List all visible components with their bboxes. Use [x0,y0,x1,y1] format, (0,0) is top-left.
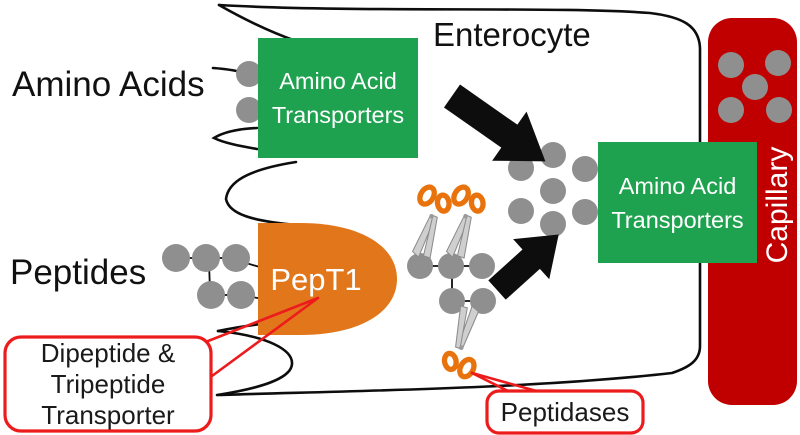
peptides-label: Peptides [10,253,147,292]
amino-acids-label: Amino Acids [12,65,205,104]
free-amino-acid-cluster [508,142,598,237]
peptidases-label: Peptidases [500,396,630,427]
capillary-label: Capillary [761,146,794,264]
peptide-chain-lumen [162,244,255,309]
dipeptide-callout-text: Dipeptide & Tripeptide Transporter [5,337,211,431]
dipeptide-line1: Dipeptide & [40,337,176,368]
transporter-line2: Transporters [271,102,405,128]
amino-acid-circles-lumen [236,61,262,123]
peptidases-callout-text: Peptidases [487,391,643,433]
dipeptide-callout-pointer [201,296,320,378]
dipeptide-line2: Tripeptide [50,368,166,399]
dipeptide-callout-box [3,335,213,433]
dipeptide-line3: Transporter [41,399,175,430]
peptidases-callout-box [485,389,645,435]
transporter-line1: Amino Acid [279,68,397,94]
amino-acid-circles-capillary [718,50,792,123]
transporter-line1: Amino Acid [618,172,737,199]
transporter-line2: Transporters [611,206,744,233]
peptide-chain-cytosol [407,253,496,314]
scissors-icon [441,303,484,380]
amino-acid-transporter-label-apical: Amino Acid Transporters [258,38,418,158]
amino-acid-transporter-box-apical [258,38,418,158]
enterocyte-label: Enterocyte [433,16,591,53]
flow-arrow-icon-top [443,84,546,162]
amino-acid-transporter-box-basolateral [598,142,757,263]
scissors-icon [407,183,454,261]
flow-arrow-icon-bottom [488,234,559,300]
peptidases-callout-pointer [470,371,542,394]
pept1-label: PepT1 [270,262,362,297]
amino-acid-transporter-label-basolateral: Amino Acid Transporters [598,142,757,263]
